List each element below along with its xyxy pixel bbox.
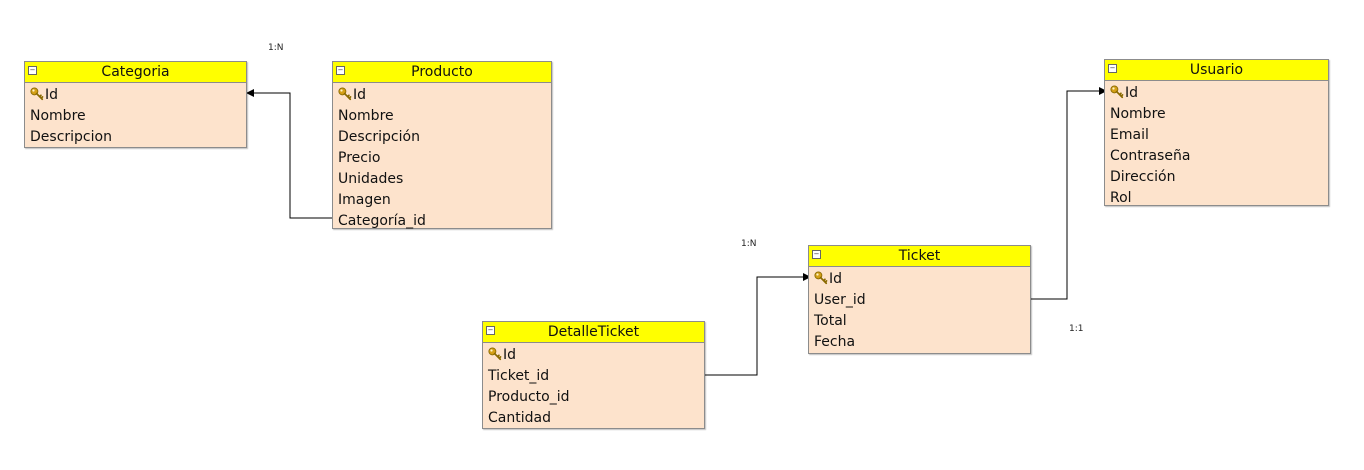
field[interactable]: Ticket_id <box>483 366 704 387</box>
field-label: Id <box>45 87 59 103</box>
key-icon <box>338 87 352 101</box>
field-label: Ticket_id <box>488 368 550 384</box>
field-label: Rol <box>1110 190 1132 206</box>
field-label: Total <box>814 313 847 329</box>
field-label: Imagen <box>338 192 391 208</box>
primary-key-field[interactable]: Id <box>1105 83 1328 104</box>
field[interactable]: Categoría_id <box>333 211 551 232</box>
field[interactable]: Imagen <box>333 190 551 211</box>
primary-key-field[interactable]: Id <box>483 345 704 366</box>
collapse-icon[interactable]: − <box>28 66 37 75</box>
field[interactable]: Nombre <box>25 106 246 127</box>
field[interactable]: Cantidad <box>483 408 704 429</box>
key-icon <box>488 347 502 361</box>
field[interactable]: Unidades <box>333 169 551 190</box>
key-icon <box>1110 85 1124 99</box>
entity-title: DetalleTicket <box>547 324 640 340</box>
entity-header[interactable]: − DetalleTicket <box>483 322 704 343</box>
field-label: Descripción <box>338 129 420 145</box>
field[interactable]: Fecha <box>809 332 1030 353</box>
field[interactable]: Contraseña <box>1105 146 1328 167</box>
field[interactable]: Rol <box>1105 188 1328 209</box>
field-label: Fecha <box>814 334 856 350</box>
field-label: Dirección <box>1110 169 1176 185</box>
cardinality-producto-categoria: 1:N <box>268 43 284 53</box>
field[interactable]: Nombre <box>333 106 551 127</box>
collapse-icon[interactable]: − <box>1108 64 1117 73</box>
field-label: Id <box>1125 85 1139 101</box>
link-ticket-usuario <box>1030 87 1107 300</box>
field-label: Unidades <box>338 171 404 187</box>
field-label: Categoría_id <box>338 213 426 229</box>
entity-title: Usuario <box>1189 62 1244 78</box>
field[interactable]: Email <box>1105 125 1328 146</box>
cardinality-detalle-ticket: 1:N <box>741 239 757 249</box>
entity-header[interactable]: − Usuario <box>1105 60 1328 81</box>
field-label: Nombre <box>338 108 394 124</box>
entity-header[interactable]: − Ticket <box>809 246 1030 267</box>
primary-key-field[interactable]: Id <box>333 85 551 106</box>
field-label: Cantidad <box>488 410 551 426</box>
field-label: User_id <box>814 292 866 308</box>
key-icon <box>30 87 44 101</box>
field[interactable]: Producto_id <box>483 387 704 408</box>
field-label: Id <box>829 271 843 287</box>
cardinality-ticket-usuario: 1:1 <box>1069 324 1084 334</box>
field[interactable]: User_id <box>809 290 1030 311</box>
field[interactable]: Descripcion <box>25 127 246 148</box>
field[interactable]: Nombre <box>1105 104 1328 125</box>
field-label: Descripcion <box>30 129 112 145</box>
key-icon <box>814 271 828 285</box>
primary-key-field[interactable]: Id <box>25 85 246 106</box>
entity-header[interactable]: − Producto <box>333 62 551 83</box>
collapse-icon[interactable]: − <box>486 326 495 335</box>
field-label: Id <box>503 347 517 363</box>
field[interactable]: Descripción <box>333 127 551 148</box>
entity-header[interactable]: − Categoria <box>25 62 246 83</box>
field-label: Precio <box>338 150 381 166</box>
entity-title: Categoria <box>101 64 170 80</box>
field-label: Email <box>1110 127 1149 143</box>
entity-title: Producto <box>411 64 473 80</box>
link-producto-categoria <box>246 89 334 219</box>
field-label: Contraseña <box>1110 148 1191 164</box>
primary-key-field[interactable]: Id <box>809 269 1030 290</box>
field-label: Nombre <box>30 108 86 124</box>
field-label: Producto_id <box>488 389 570 405</box>
collapse-icon[interactable]: − <box>336 66 345 75</box>
field[interactable]: Total <box>809 311 1030 332</box>
entity-title: Ticket <box>898 248 941 264</box>
field[interactable]: Dirección <box>1105 167 1328 188</box>
field-label: Id <box>353 87 367 103</box>
field-label: Nombre <box>1110 106 1166 122</box>
collapse-icon[interactable]: − <box>812 250 821 259</box>
field[interactable]: Precio <box>333 148 551 169</box>
link-detalle-ticket <box>705 273 811 376</box>
